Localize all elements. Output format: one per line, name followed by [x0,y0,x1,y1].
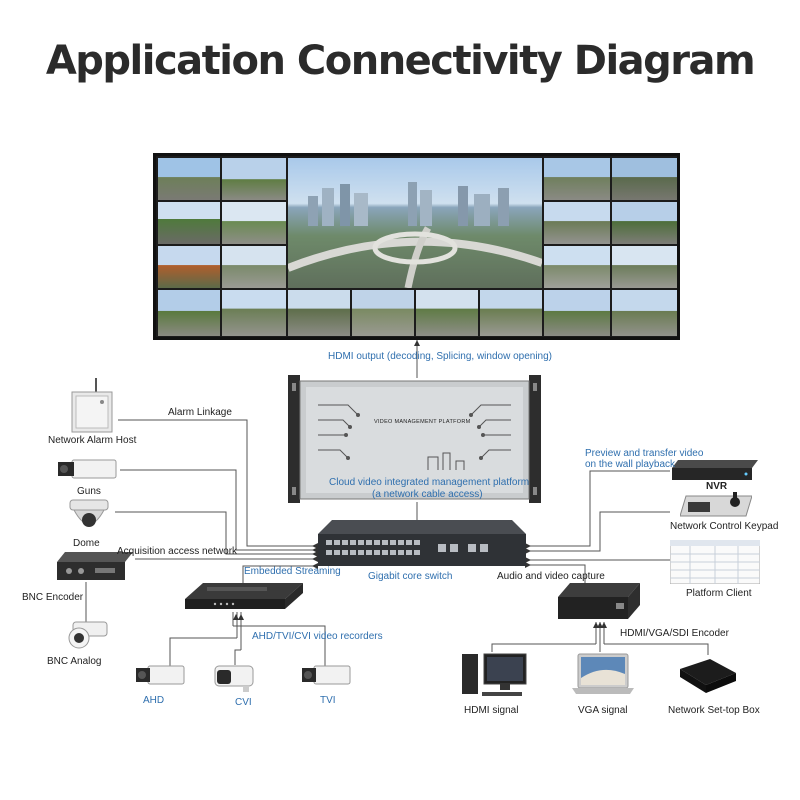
acquisition-access-network-label: Acquisition access network [117,546,238,557]
nvr-device [672,460,758,482]
video-management-platform [288,375,541,505]
camera-view-tile [288,290,350,336]
hdmi-signal-pc [462,652,528,698]
preview-label-line2: on the wall playback [585,459,676,470]
camera-view-tile [158,158,220,200]
bnc-encoder-label: BNC Encoder [22,592,84,603]
guns-label: Guns [77,486,101,497]
platform-client-label: Platform Client [686,588,752,599]
camera-view-tile [222,246,286,288]
camera-view-tile [544,246,610,288]
network-alarm-host-label: Network Alarm Host [48,435,137,446]
camera-view-tile [352,290,414,336]
camera-view-tile [544,158,610,200]
recorders-label: AHD/TVI/CVI video recorders [252,631,383,642]
video-recorder-device [185,583,303,615]
alarm-host-device [68,378,116,433]
camera-view-tile [222,290,286,336]
hdmi-vga-sdi-encoder-device [556,583,640,623]
camera-view-tile [416,290,478,336]
camera-view-tile [222,158,286,200]
dome-camera-device [66,496,112,536]
hdmi-output-label: HDMI output (decoding, Splicing, window … [328,351,553,362]
camera-view-tile [544,202,610,244]
gigabit-core-switch-label: Gigabit core switch [368,571,453,582]
hdmi-vga-sdi-encoder-label: HDMI/VGA/SDI Encoder [620,628,729,639]
camera-view-tile [612,158,677,200]
preview-label-line1: Preview and transfer video [585,448,704,459]
set-top-box-device [680,655,736,695]
network-control-keypad-label: Network Control Keypad [670,521,779,532]
gun-camera-device [58,456,118,482]
page-title: Application Connectivity Diagram [45,38,756,84]
camera-view-tile [158,202,220,244]
nvr-label: NVR [706,481,728,492]
camera-view-tile [480,290,542,336]
tvi-label: TVI [320,695,336,706]
camera-view-tile [612,290,677,336]
ahd-camera-device [134,664,186,688]
hdmi-signal-label: HDMI signal [464,705,519,716]
camera-view-tile [222,202,286,244]
camera-view-tile [544,290,610,336]
bnc-analog-camera-device [65,620,109,654]
video-wall [153,153,680,340]
bnc-analog-label: BNC Analog [47,656,102,667]
cvi-camera-device [213,664,257,694]
control-keypad-device [679,492,753,518]
gigabit-core-switch-device [318,520,526,568]
camera-view-tile [158,246,220,288]
vga-signal-laptop [572,652,634,696]
ahd-label: AHD [143,695,165,706]
vga-signal-label: VGA signal [578,705,628,716]
alarm-linkage-label: Alarm Linkage [168,407,232,418]
city-skyline-graphic [286,182,544,289]
camera-view-tile [158,290,220,336]
cvi-label: CVI [235,697,252,708]
cloud-platform-label-line1: Cloud video integrated management platfo… [329,477,530,488]
camera-view-tile [612,202,677,244]
tvi-camera-device [300,664,352,688]
platform-client-monitor [669,539,761,585]
platform-panel-label: VIDEO MANAGEMENT PLATFORM [374,419,471,425]
camera-view-tile [612,246,677,288]
audio-video-capture-label: Audio and video capture [497,571,605,582]
embedded-streaming-label: Embedded Streaming [244,566,341,577]
network-settop-box-label: Network Set-top Box [668,705,760,716]
city-overview-tile [286,158,544,289]
bnc-encoder-device [55,552,133,582]
dome-label: Dome [73,538,100,549]
cloud-platform-label-line2: (a network cable access) [372,489,483,500]
